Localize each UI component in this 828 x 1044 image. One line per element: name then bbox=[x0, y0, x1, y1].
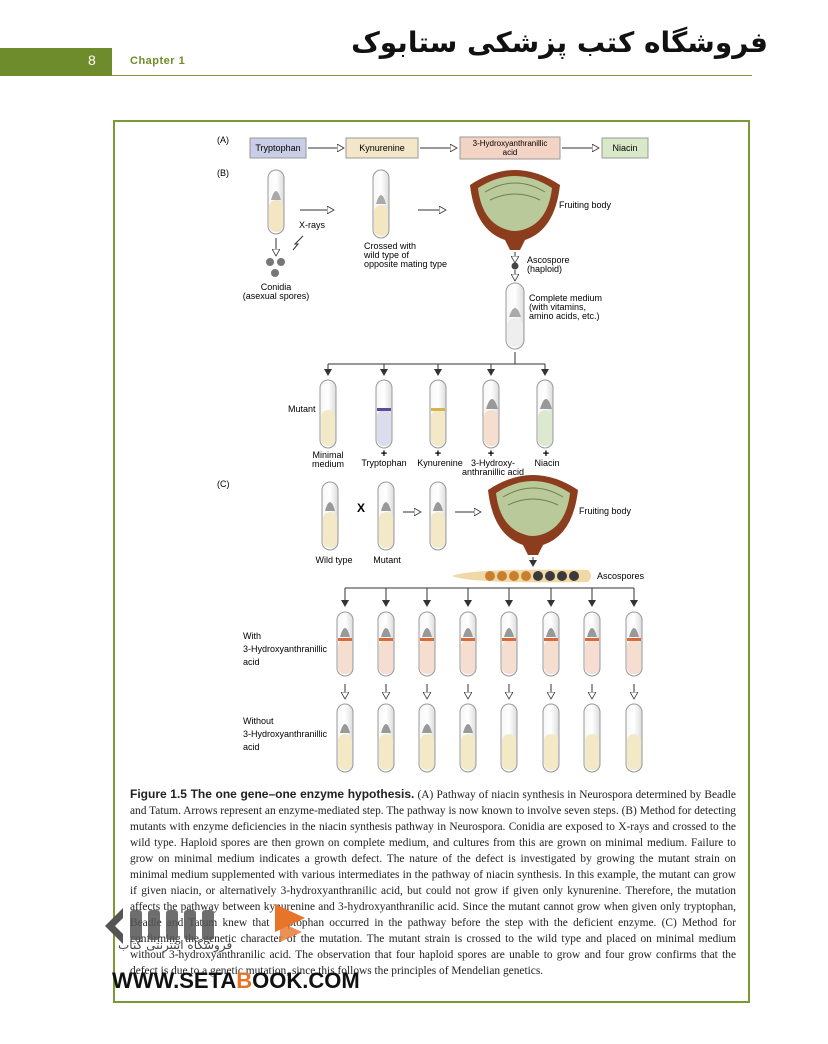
caption-title: Figure 1.5 The one gene–one enzyme hypot… bbox=[130, 787, 415, 801]
minimal-label-2: medium bbox=[312, 459, 344, 469]
fruiting-body-illustration bbox=[488, 475, 578, 555]
with-label-2: 3-Hydroxyanthranillic bbox=[243, 644, 328, 654]
niacin-box bbox=[601, 137, 649, 159]
header-band bbox=[0, 48, 112, 76]
niacin-label: Niacin bbox=[534, 458, 559, 468]
tube-kynurenine bbox=[429, 379, 447, 449]
plus-sign: + bbox=[381, 448, 387, 460]
tube-row-with bbox=[336, 611, 643, 677]
ascospore-sub: (haploid) bbox=[527, 264, 562, 274]
hydroxy-label-2: anthranillic acid bbox=[462, 467, 524, 477]
test-tube bbox=[505, 282, 525, 350]
with-label-3: acid bbox=[243, 657, 260, 667]
xrays-label: X-rays bbox=[299, 220, 326, 230]
wild-type-label: Wild type bbox=[315, 555, 352, 565]
watermark-url-pre: WWW.SETA bbox=[112, 968, 237, 993]
without-label-2: 3-Hydroxyanthranillic bbox=[243, 729, 328, 739]
tryptophan-label: Tryptophan bbox=[361, 458, 406, 468]
plus-sign: + bbox=[435, 448, 441, 460]
complete-medium-1: Complete medium bbox=[529, 293, 602, 303]
tryptophan-box bbox=[249, 137, 307, 159]
watermark-url-post: OOK.COM bbox=[252, 968, 360, 993]
ascus-illustration bbox=[452, 569, 591, 583]
fruiting-body-illustration bbox=[470, 170, 560, 250]
kynurenine-box bbox=[345, 137, 419, 159]
figure-frame bbox=[113, 120, 750, 1003]
panel-a-label: (A) bbox=[217, 135, 229, 145]
test-tube bbox=[267, 169, 285, 235]
with-label-1: With bbox=[243, 631, 261, 641]
tube-tryptophan bbox=[375, 379, 393, 449]
ascospore-icon bbox=[511, 262, 519, 270]
conidia-icon bbox=[266, 258, 285, 277]
complete-medium-3: amino acids, etc.) bbox=[529, 311, 600, 321]
without-label-3: acid bbox=[243, 742, 260, 752]
panel-c-label: (C) bbox=[217, 479, 230, 489]
crossed-label-2: wild type of bbox=[363, 250, 410, 260]
tube-wild-type bbox=[321, 481, 339, 551]
tube-mutant bbox=[377, 481, 395, 551]
setabook-logo bbox=[105, 904, 305, 944]
pathway-tryptophan: Tryptophan bbox=[255, 143, 300, 153]
hydroxy-box bbox=[459, 136, 561, 160]
watermark-url: WWW.SETABOOK.COM bbox=[112, 968, 360, 994]
store-title: فروشگاه کتب پزشکی ستابوک bbox=[351, 26, 768, 59]
fruiting-body-label-c: Fruiting body bbox=[579, 506, 632, 516]
conidia-sub-label: (asexual spores) bbox=[243, 291, 310, 301]
mutant-label-c: Mutant bbox=[373, 555, 401, 565]
pathway-niacin: Niacin bbox=[612, 143, 637, 153]
conidia-label: Conidia bbox=[261, 282, 292, 292]
watermark-url-o: B bbox=[236, 968, 253, 993]
tube-minimal bbox=[319, 379, 337, 449]
pathway-hydroxy-1: 3-Hydroxyanthranillic bbox=[473, 139, 548, 148]
test-tube bbox=[429, 481, 447, 551]
panel-b-label: (B) bbox=[217, 168, 229, 178]
test-tube bbox=[372, 169, 390, 239]
plus-sign: + bbox=[488, 448, 494, 460]
fruiting-body-label-b: Fruiting body bbox=[559, 200, 612, 210]
minimal-label-1: Minimal bbox=[312, 450, 343, 460]
cross-symbol: X bbox=[357, 501, 365, 515]
pathway-hydroxy-2: acid bbox=[503, 148, 518, 157]
hydroxy-label-1: 3-Hydroxy- bbox=[471, 458, 515, 468]
header-rule bbox=[112, 75, 752, 76]
caption-body: (A) Pathway of niacin synthesis in Neuro… bbox=[130, 789, 736, 977]
watermark-subtitle: فروشگاه اینترنتی کتاب bbox=[118, 938, 233, 952]
crossed-label-1: Crossed with bbox=[364, 241, 416, 251]
crossed-label-3: opposite mating type bbox=[364, 259, 447, 269]
figure-caption: Figure 1.5 The one gene–one enzyme hypot… bbox=[130, 786, 736, 979]
kynurenine-label: Kynurenine bbox=[417, 458, 463, 468]
mutant-label-b: Mutant bbox=[288, 404, 316, 414]
ascospores-label: Ascospores bbox=[597, 571, 645, 581]
tube-niacin bbox=[536, 379, 554, 449]
complete-medium-2: (with vitamins, bbox=[529, 302, 586, 312]
tube-hydroxy bbox=[482, 379, 500, 449]
pathway-kynurenine: Kynurenine bbox=[359, 143, 405, 153]
tube-row-without bbox=[336, 703, 643, 773]
page-number: 8 bbox=[88, 52, 96, 68]
plus-sign: + bbox=[543, 448, 549, 460]
without-label-1: Without bbox=[243, 716, 274, 726]
ascospore-label: Ascospore bbox=[527, 255, 570, 265]
chapter-label: Chapter 1 bbox=[130, 55, 186, 67]
